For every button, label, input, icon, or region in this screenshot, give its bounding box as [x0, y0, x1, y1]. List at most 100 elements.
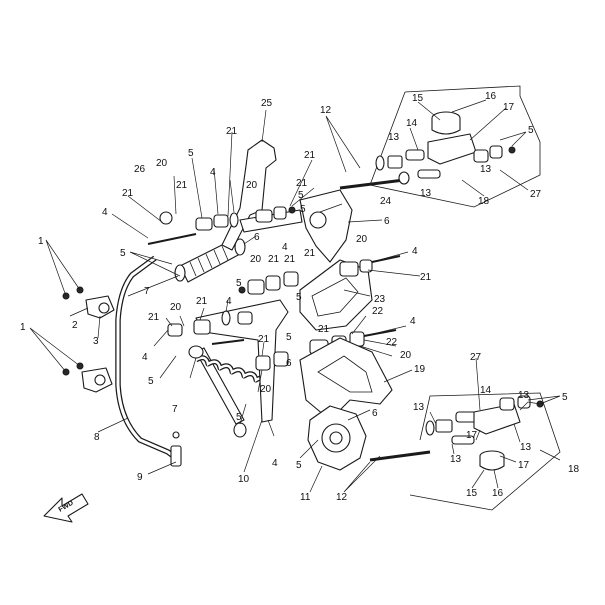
- stabilizer-bar-core: [116, 256, 177, 460]
- bushing-20-e: [193, 319, 211, 335]
- callout-5: 5: [296, 292, 302, 303]
- upper-shock-ribs: [189, 245, 229, 277]
- callout-15: 15: [466, 488, 478, 499]
- callout-6: 6: [254, 232, 260, 243]
- callout-10: 10: [238, 474, 250, 485]
- callout-13: 13: [388, 132, 400, 143]
- callout-4: 4: [142, 352, 148, 363]
- leader-lines: [29, 99, 561, 493]
- callout-20: 20: [250, 254, 262, 265]
- callout-2: 2: [72, 320, 78, 331]
- lower-shock-eye-bottom: [233, 422, 247, 438]
- callout-26: 26: [134, 164, 146, 175]
- callout-20: 20: [356, 234, 368, 245]
- stabilizer-bushing-upper: [98, 302, 110, 314]
- callout-20: 20: [156, 158, 168, 169]
- fwd-arrow-icon: FWD: [43, 493, 89, 523]
- callout-8: 8: [94, 432, 100, 443]
- callout-13: 13: [413, 402, 425, 413]
- pivot-housing-top: [427, 133, 477, 165]
- bushing-21-f: [167, 323, 183, 337]
- callout-12: 12: [336, 492, 348, 503]
- callout-17: 17: [518, 460, 530, 471]
- upper-shock-eye-left: [174, 264, 186, 282]
- bolt-4-upper: [147, 233, 197, 245]
- mid-bushing-row: [238, 255, 401, 295]
- callout-24: 24: [380, 196, 392, 207]
- cap-16-bot-body: [479, 456, 505, 471]
- callout-5: 5: [562, 392, 568, 403]
- bushing-13-top-a: [387, 155, 403, 169]
- hub-carrier-inner: [329, 431, 343, 445]
- callout-21: 21: [258, 334, 270, 345]
- trailing-arm-19-pocket: [317, 355, 373, 393]
- callout-21: 21: [122, 188, 134, 199]
- callout-1: 1: [20, 322, 26, 333]
- callout-13: 13: [450, 454, 462, 465]
- callout-6: 6: [286, 358, 292, 369]
- bushing-21-d: [265, 275, 281, 291]
- callout-5: 5: [298, 190, 304, 201]
- nut-5-a: [288, 206, 296, 214]
- callout-5: 5: [296, 460, 302, 471]
- callout-6: 6: [372, 408, 378, 419]
- bushing-20-d: [247, 279, 265, 295]
- seal-13-top-b: [398, 171, 410, 185]
- grease-fitting-26: [159, 211, 173, 225]
- bushing-21-g: [237, 311, 253, 325]
- bushing-21-e: [283, 271, 299, 287]
- callout-5: 5: [300, 204, 306, 215]
- knuckle-upper: [299, 189, 353, 263]
- lower-shock-coil-hl: [195, 356, 270, 385]
- fwd-arrow-shape: [43, 493, 89, 523]
- callout-27: 27: [470, 352, 482, 363]
- callout-5: 5: [120, 248, 126, 259]
- callout-25: 25: [261, 98, 273, 109]
- nut-5-top-r: [508, 146, 516, 154]
- washer-4-b: [221, 310, 231, 326]
- callout-5: 5: [236, 412, 242, 423]
- callout-13: 13: [420, 188, 432, 199]
- callout-12: 12: [320, 105, 332, 116]
- sleeve-13-bot: [451, 435, 475, 445]
- callout-14: 14: [406, 118, 418, 129]
- callout-4: 4: [272, 458, 278, 469]
- callout-13: 13: [520, 442, 532, 453]
- bushing-21-i: [273, 351, 289, 367]
- lower-trailing-arm-19: [299, 337, 393, 421]
- bushing-21-c: [359, 259, 373, 273]
- nut-5-b: [238, 286, 246, 294]
- bottom-pivot-frame: [409, 392, 561, 511]
- upper-shock-absorber: [174, 238, 246, 283]
- knuckle-upper-boss: [309, 211, 327, 229]
- callout-21: 21: [296, 178, 308, 189]
- callout-5: 5: [236, 278, 242, 289]
- callout-21: 21: [304, 248, 316, 259]
- end-link-bolt: [172, 431, 180, 439]
- bushing-20-c: [339, 261, 359, 277]
- stabilizer-bushing-lower: [94, 374, 106, 386]
- lower-arm-bushing-row: [167, 310, 253, 345]
- callout-9: 9: [137, 472, 143, 483]
- callout-5: 5: [148, 376, 154, 387]
- bottom-pivot-parts: [425, 395, 544, 471]
- bushing-13-bot-c: [499, 397, 515, 411]
- callout-18: 18: [568, 464, 580, 475]
- callout-14: 14: [480, 385, 492, 396]
- callout-23: 23: [374, 294, 386, 305]
- callout-4: 4: [226, 296, 232, 307]
- callout-21: 21: [226, 126, 238, 137]
- callout-17: 17: [503, 102, 515, 113]
- callout-7: 7: [144, 286, 150, 297]
- callout-7: 7: [172, 404, 178, 415]
- upper-a-arm: [221, 139, 277, 251]
- callout-4: 4: [282, 242, 288, 253]
- callout-21: 21: [196, 296, 208, 307]
- callout-17: 17: [466, 430, 478, 441]
- callout-4: 4: [102, 207, 108, 218]
- bolt-4-lower: [211, 339, 245, 345]
- stabilizer-end-link: [170, 445, 182, 467]
- callout-13: 13: [518, 390, 530, 401]
- callout-20: 20: [170, 302, 182, 313]
